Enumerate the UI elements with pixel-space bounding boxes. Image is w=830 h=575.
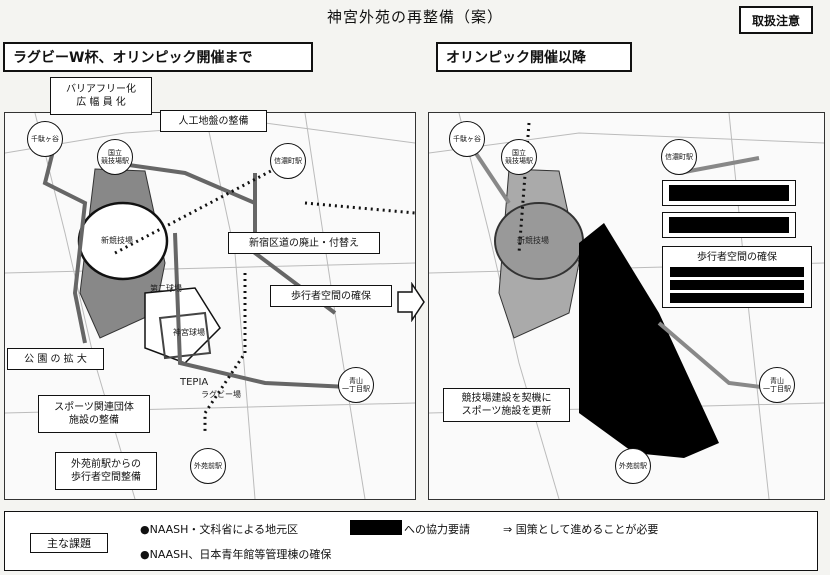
right-arrow-icon (397, 282, 425, 322)
callout-park: 公 園 の 拡 大 (7, 348, 104, 370)
right-map-panel: 新競技場 千駄ヶ谷 国立 競技場駅 信濃町駅 青山 一丁目駅 外苑前駅 (428, 112, 825, 500)
callout-pedestrian-right-label: 歩行者空間の確保 (697, 252, 777, 263)
page-title: 神宮外苑の再整備（案） (326, 8, 503, 26)
right-map (429, 113, 824, 499)
right-heading: オリンピック開催以降 (436, 42, 632, 72)
right-station-gaienmae: 外苑前駅 (615, 448, 651, 484)
redaction-bar (670, 267, 804, 277)
redacted-callout-1 (662, 180, 796, 206)
issues-footer (4, 511, 818, 571)
callout-road: 新宿区道の廃止・付替え (228, 232, 380, 254)
second-field-label: 第二球場 (150, 284, 182, 293)
issue-line-1b: への協力要請 (404, 523, 470, 536)
right-stadium-label: 新競技場 (517, 236, 549, 245)
station-aoyama: 青山 一丁目駅 (338, 367, 374, 403)
redaction-bar (669, 217, 789, 233)
callout-barrier-free: バリアフリー化 広 幅 員 化 (50, 77, 152, 115)
right-station-kokuritsu: 国立 競技場駅 (501, 139, 537, 175)
tepia-label: TEPIA (180, 377, 209, 388)
callout-station-path: 外苑前駅からの 歩行者空間整備 (55, 452, 157, 490)
redaction-bar (670, 280, 804, 290)
station-shinanomachi: 信濃町駅 (270, 143, 306, 179)
confidential-badge: 取扱注意 (739, 6, 813, 34)
callout-pedestrian-left: 歩行者空間の確保 (270, 285, 392, 307)
left-map (5, 113, 415, 499)
station-kokuritsu: 国立 競技場駅 (97, 139, 133, 175)
issue-line-1c: ⇒ 国策として進めることが必要 (503, 523, 659, 536)
redacted-callout-2 (662, 212, 796, 238)
left-heading: ラグビーW杯、オリンピック開催まで (3, 42, 313, 72)
callout-pedestrian-right: 歩行者空間の確保 (662, 246, 812, 308)
redaction-bar (670, 293, 804, 303)
issues-label: 主な課題 (30, 533, 108, 553)
jingu-field-label: 神宮球場 (173, 328, 205, 337)
issue-line-2: ●NAASH、日本青年館等管理棟の確保 (140, 548, 332, 561)
callout-rebuild: 競技場建設を契機に スポーツ施設を更新 (443, 388, 570, 422)
redaction-bar (669, 185, 789, 201)
rugby-label: ラグビー場 (201, 390, 241, 399)
issue-line-1a: ●NAASH・文科省による地元区 (140, 523, 299, 536)
station-gaienmae: 外苑前駅 (190, 448, 226, 484)
callout-sports: スポーツ関連団体 施設の整備 (38, 395, 150, 433)
right-station-shinanomachi: 信濃町駅 (661, 139, 697, 175)
station-sendagaya: 千駄ヶ谷 (27, 121, 63, 157)
redaction-bar (350, 520, 402, 535)
callout-artificial-ground: 人工地盤の整備 (160, 110, 267, 132)
stadium-label: 新競技場 (101, 236, 133, 245)
right-station-sendagaya: 千駄ヶ谷 (449, 121, 485, 157)
right-station-aoyama: 青山 一丁目駅 (759, 367, 795, 403)
